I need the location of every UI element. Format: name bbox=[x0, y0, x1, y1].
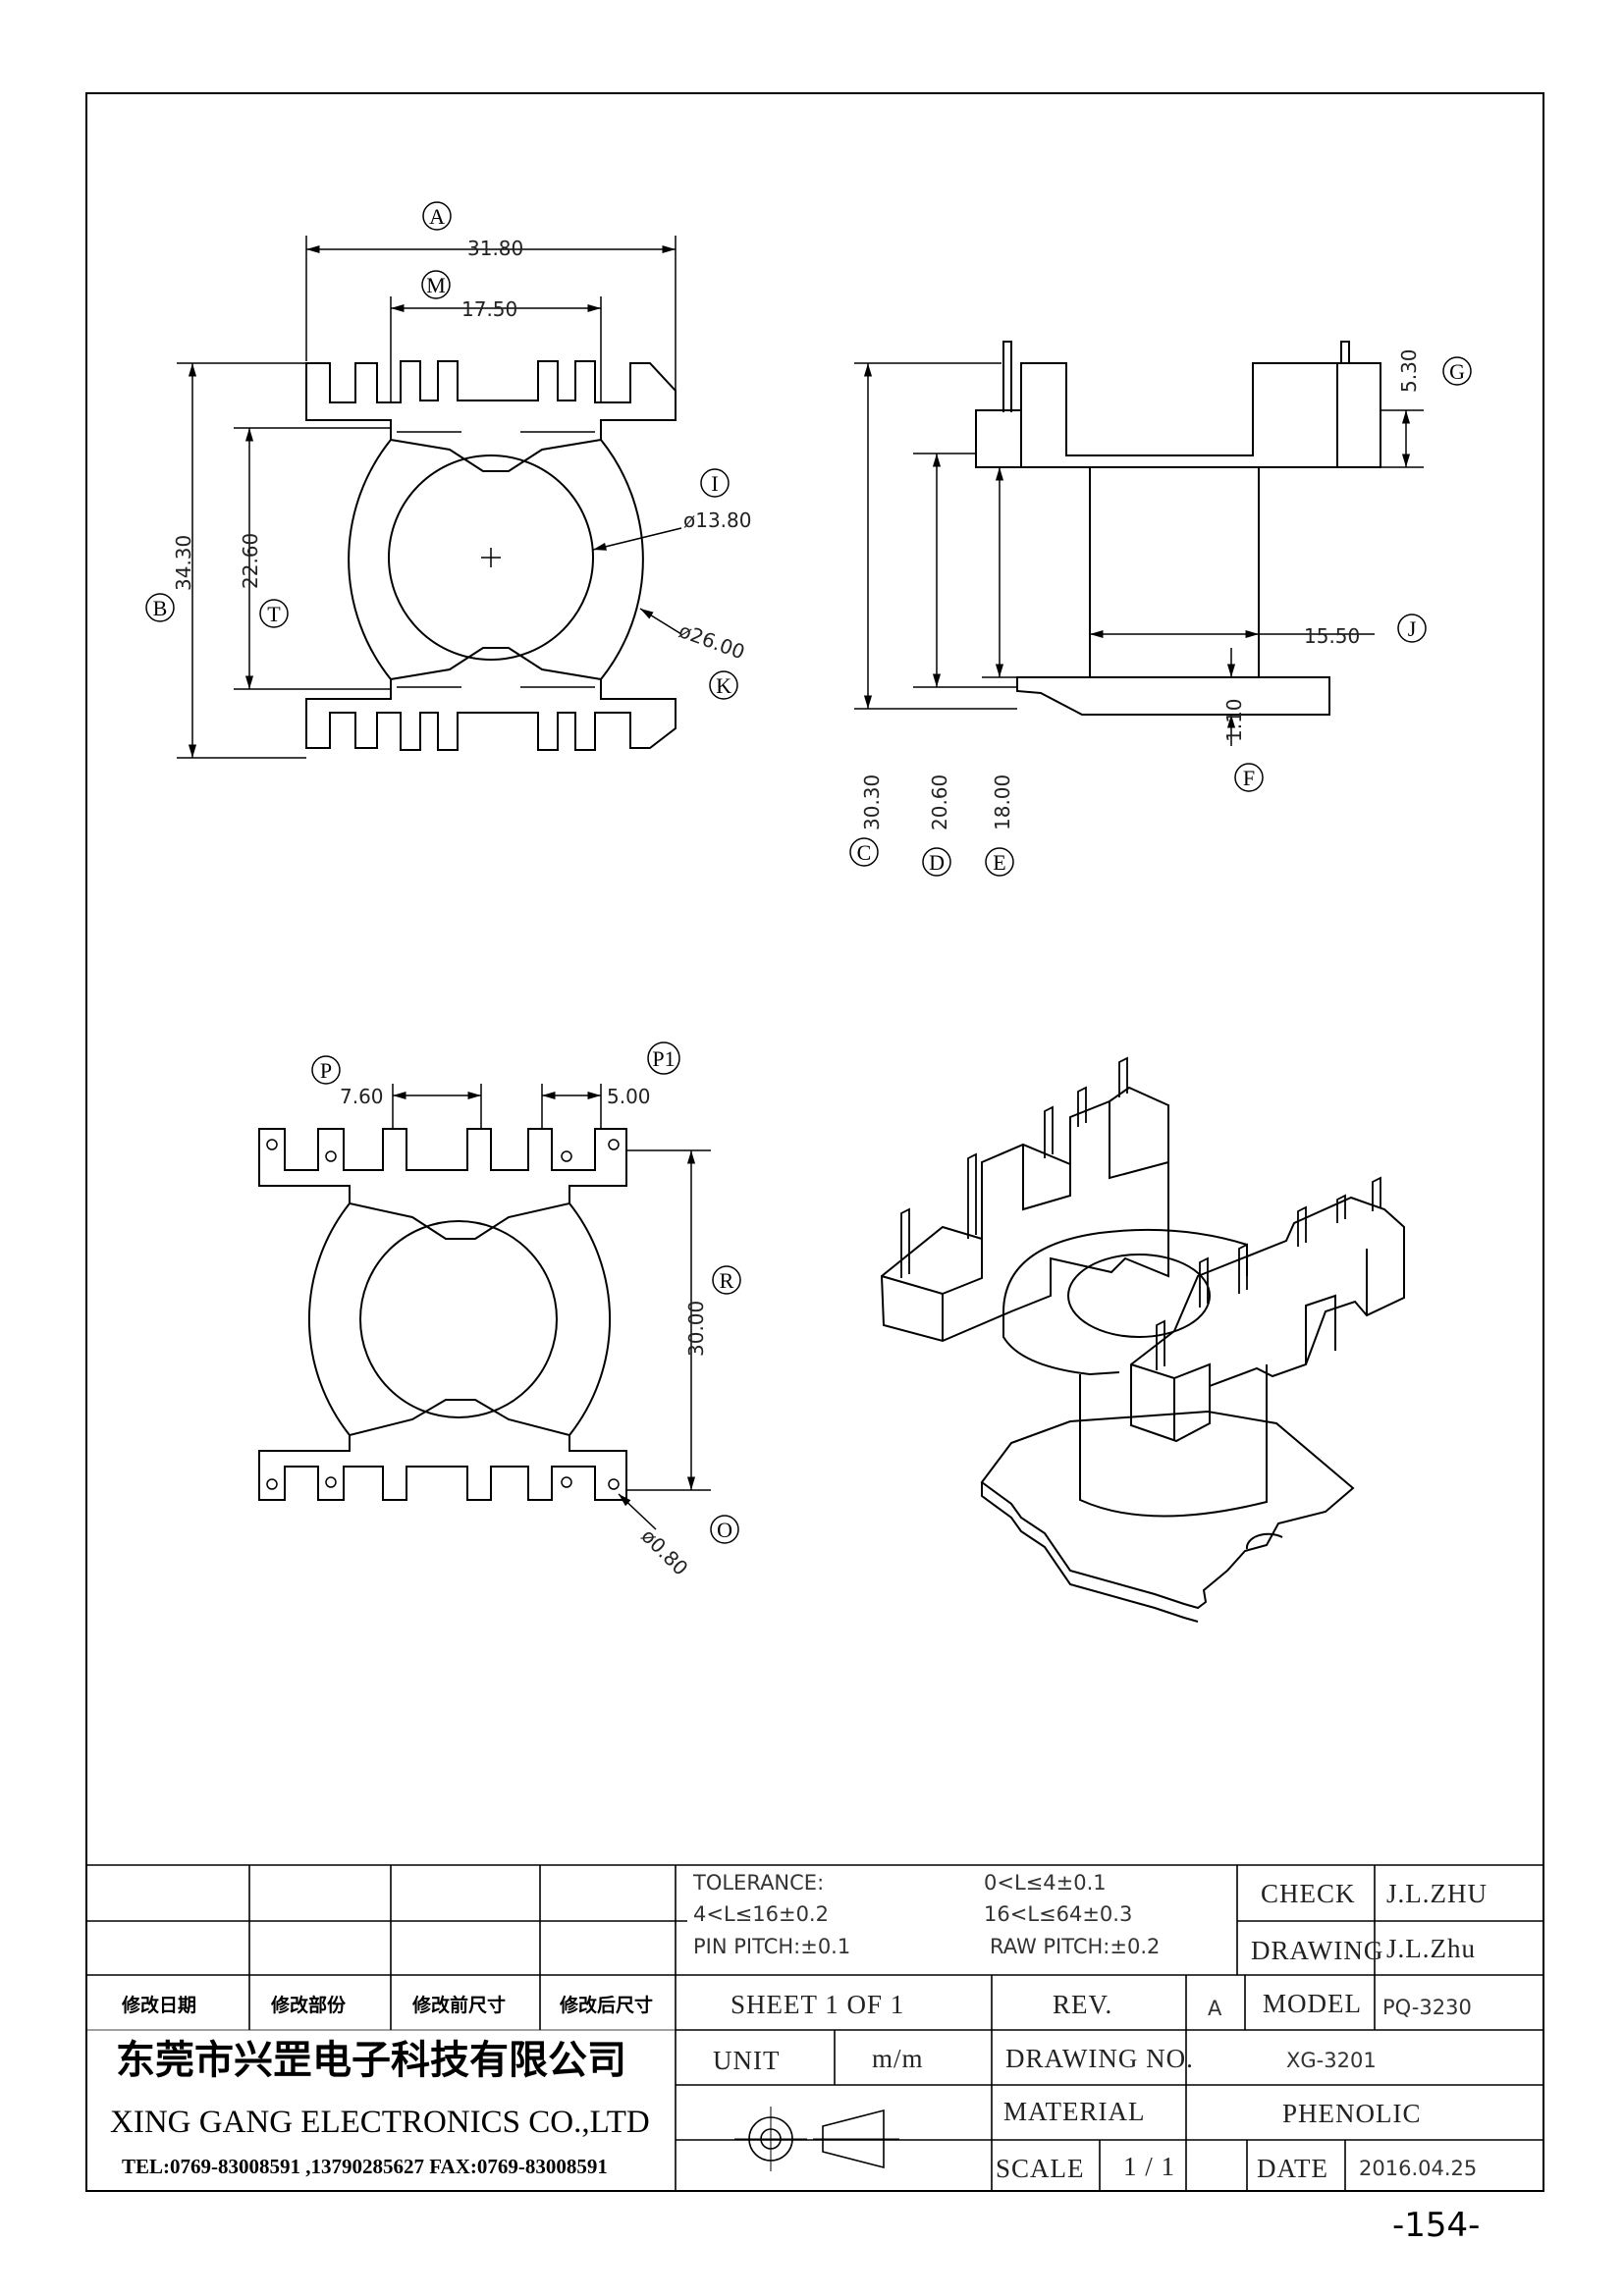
svg-text:修改部份: 修改部份 bbox=[270, 1994, 347, 2016]
svg-text:MODEL: MODEL bbox=[1263, 1989, 1362, 2018]
side-view bbox=[975, 341, 1381, 716]
svg-text:DRAWING: DRAWING bbox=[1251, 1936, 1383, 1965]
svg-text:34.30: 34.30 bbox=[172, 535, 195, 591]
svg-text:1.10: 1.10 bbox=[1222, 698, 1246, 742]
svg-text:J.L.ZHU: J.L.ZHU bbox=[1386, 1879, 1488, 1908]
svg-text:E: E bbox=[993, 850, 1005, 875]
svg-text:UNIT: UNIT bbox=[713, 2046, 780, 2075]
svg-text:TEL:0769-83008591 ,13790285627: TEL:0769-83008591 ,13790285627 FAX:0769-… bbox=[122, 2155, 608, 2178]
page-number: -154- bbox=[1392, 2206, 1480, 2245]
svg-text:B: B bbox=[153, 596, 168, 620]
svg-text:5.00: 5.00 bbox=[607, 1085, 651, 1108]
svg-text:16<L≤64±0.3: 16<L≤64±0.3 bbox=[984, 1902, 1132, 1926]
svg-text:修改后尺寸: 修改后尺寸 bbox=[559, 1994, 653, 2016]
bottom-view-dim-text: 7.60 5.00 30.00 ø0.80 bbox=[340, 1085, 708, 1580]
svg-text:ø0.80: ø0.80 bbox=[636, 1524, 692, 1580]
side-view-dimensions bbox=[854, 362, 1424, 746]
top-view bbox=[305, 360, 677, 751]
svg-text:ø26.00: ø26.00 bbox=[676, 618, 748, 664]
svg-text:O: O bbox=[717, 1518, 732, 1542]
top-view-callouts: A M B T I K bbox=[145, 201, 738, 700]
svg-text:J: J bbox=[1408, 616, 1417, 641]
projection-symbol-icon bbox=[734, 2107, 899, 2171]
svg-text:东莞市兴罡电子科技有限公司: 东莞市兴罡电子科技有限公司 bbox=[116, 2037, 626, 2083]
svg-text:I: I bbox=[711, 471, 718, 496]
svg-text:DATE: DATE bbox=[1257, 2154, 1328, 2183]
svg-text:G: G bbox=[1449, 359, 1465, 384]
svg-text:CHECK: CHECK bbox=[1261, 1879, 1356, 1908]
top-view-dim-text: 31.80 17.50 34.30 22.60 ø13.80 ø26.00 bbox=[172, 237, 752, 664]
side-view-dim-text: 30.30 20.60 18.00 5.30 15.50 1.10 bbox=[860, 348, 1421, 830]
svg-text:22.60: 22.60 bbox=[239, 533, 262, 589]
isometric-pins bbox=[900, 1056, 1381, 1370]
svg-text:REV.: REV. bbox=[1053, 1990, 1112, 2019]
svg-text:A: A bbox=[1208, 1997, 1222, 2020]
svg-text:20.60: 20.60 bbox=[928, 774, 951, 830]
svg-text:MATERIAL: MATERIAL bbox=[1003, 2097, 1146, 2126]
svg-text:m/m: m/m bbox=[872, 2044, 924, 2073]
svg-text:修改前尺寸: 修改前尺寸 bbox=[411, 1994, 506, 2016]
svg-text:7.60: 7.60 bbox=[340, 1085, 384, 1108]
svg-text:31.80: 31.80 bbox=[467, 237, 523, 260]
svg-text:A: A bbox=[429, 204, 445, 229]
svg-text:5.30: 5.30 bbox=[1397, 348, 1421, 393]
svg-text:RAW PITCH:±0.2: RAW PITCH:±0.2 bbox=[990, 1935, 1160, 1958]
isometric-view bbox=[880, 1086, 1405, 1623]
svg-text:PHENOLIC: PHENOLIC bbox=[1282, 2099, 1422, 2128]
svg-text:PIN PITCH:±0.1: PIN PITCH:±0.1 bbox=[693, 1935, 850, 1958]
svg-text:修改日期: 修改日期 bbox=[121, 1994, 196, 2016]
svg-text:DRAWING NO.: DRAWING NO. bbox=[1005, 2044, 1194, 2073]
top-view-dimensions bbox=[177, 236, 682, 759]
svg-text:XING GANG ELECTRONICS CO.,LTD: XING GANG ELECTRONICS CO.,LTD bbox=[110, 2105, 650, 2140]
svg-text:SCALE: SCALE bbox=[996, 2154, 1085, 2183]
title-block-grid bbox=[86, 1864, 1543, 2191]
svg-text:J.L.Zhu: J.L.Zhu bbox=[1386, 1934, 1476, 1963]
svg-text:F: F bbox=[1243, 766, 1255, 790]
svg-text:D: D bbox=[929, 850, 945, 875]
svg-text:0<L≤4±0.1: 0<L≤4±0.1 bbox=[984, 1871, 1107, 1895]
svg-text:M: M bbox=[426, 273, 446, 297]
svg-text:K: K bbox=[716, 673, 731, 698]
svg-text:P: P bbox=[320, 1058, 332, 1083]
svg-text:4<L≤16±0.2: 4<L≤16±0.2 bbox=[693, 1902, 829, 1926]
svg-text:15.50: 15.50 bbox=[1304, 624, 1360, 648]
svg-text:PQ-3230: PQ-3230 bbox=[1382, 1996, 1472, 2019]
svg-text:TOLERANCE:: TOLERANCE: bbox=[692, 1871, 824, 1895]
svg-text:2016.04.25: 2016.04.25 bbox=[1359, 2157, 1477, 2180]
svg-text:C: C bbox=[857, 840, 872, 865]
svg-text:1 / 1: 1 / 1 bbox=[1123, 2152, 1175, 2181]
svg-text:18.00: 18.00 bbox=[991, 774, 1014, 830]
bottom-view-dimensions bbox=[392, 1084, 711, 1530]
svg-text:17.50: 17.50 bbox=[461, 297, 517, 321]
sheet-border bbox=[85, 92, 1544, 2192]
bottom-view-callouts: P P1 R O bbox=[311, 1041, 741, 1544]
svg-text:P1: P1 bbox=[652, 1046, 675, 1071]
title-block-text: TOLERANCE: 0<L≤4±0.1 4<L≤16±0.2 16<L≤64±… bbox=[110, 1871, 1488, 2183]
side-view-callouts: C D E G J F bbox=[849, 356, 1472, 877]
svg-text:XG-3201: XG-3201 bbox=[1286, 2049, 1377, 2072]
svg-text:SHEET 1 OF 1: SHEET 1 OF 1 bbox=[731, 1990, 904, 2019]
svg-text:ø13.80: ø13.80 bbox=[683, 508, 752, 532]
svg-text:T: T bbox=[267, 602, 281, 626]
svg-text:R: R bbox=[720, 1268, 734, 1293]
bottom-view bbox=[258, 1128, 627, 1501]
svg-text:30.30: 30.30 bbox=[860, 774, 884, 830]
svg-text:30.00: 30.00 bbox=[684, 1301, 708, 1357]
